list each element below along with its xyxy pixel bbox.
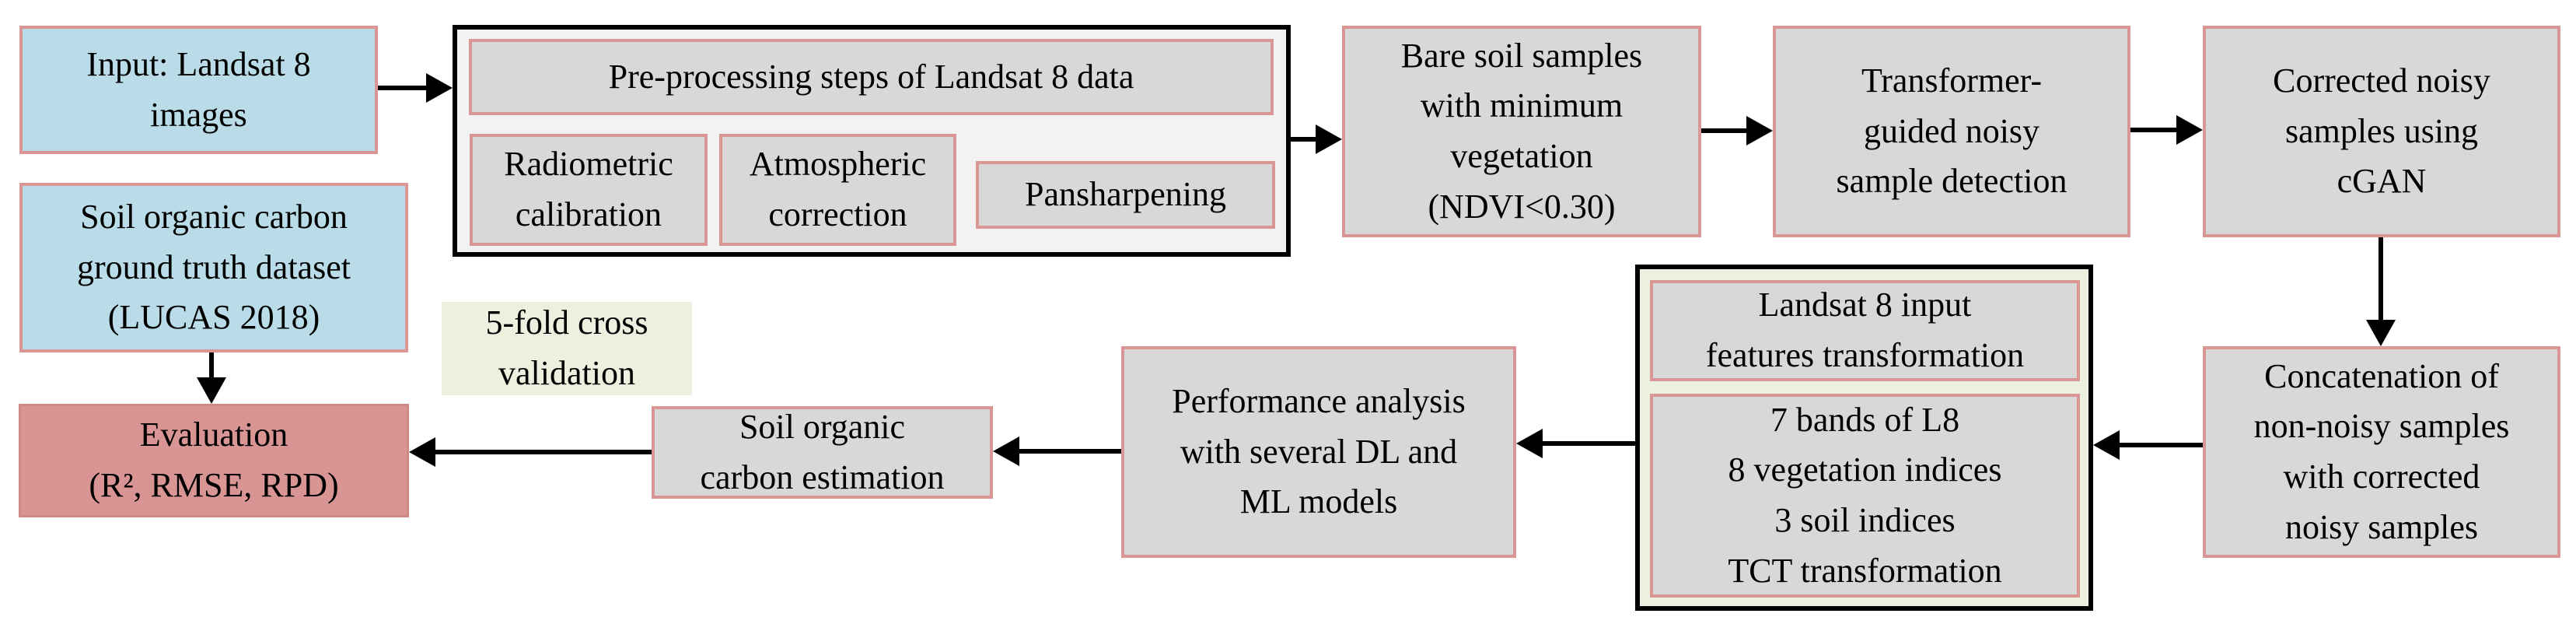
arrow-head-right-icon	[1746, 116, 1773, 145]
node-evaluation-label: Evaluation (R², RMSE, RPD)	[89, 415, 339, 504]
arrow-head-left-icon	[409, 437, 435, 467]
node-concatenation: Concatenation of non-noisy samples with …	[2203, 346, 2560, 558]
arrow-line	[434, 450, 652, 454]
arrow-head-left-icon	[2093, 430, 2120, 460]
node-cross-validation: 5-fold cross validation	[442, 302, 692, 395]
arrow-line	[2118, 443, 2203, 447]
node-performance-analysis: Performance analysis with several DL and…	[1121, 346, 1516, 558]
node-soc-estimation: Soil organic carbon estimation	[652, 406, 993, 499]
arrow-line	[209, 352, 214, 379]
group-features-transformation: Landsat 8 input features transformation …	[1635, 265, 2093, 611]
group-preprocessing: Pre-processing steps of Landsat 8 data R…	[453, 25, 1291, 257]
node-features-title: Landsat 8 input features transformation	[1650, 280, 2080, 381]
arrow-head-down-icon	[197, 377, 226, 404]
arrow-head-left-icon	[993, 436, 1019, 466]
arrow-line	[378, 86, 429, 90]
node-corrected-cgan-label: Corrected noisy samples using cGAN	[2273, 61, 2490, 201]
node-atmospheric-correction: Atmospheric correction	[719, 134, 956, 246]
node-features-list-label: 7 bands of L8 8 vegetation indices 3 soi…	[1728, 400, 2002, 590]
node-radiometric-calibration-label: Radiometric calibration	[504, 145, 673, 233]
node-features-list: 7 bands of L8 8 vegetation indices 3 soi…	[1650, 394, 2080, 598]
node-input-landsat8-label: Input: Landsat 8 images	[86, 44, 311, 134]
node-corrected-cgan: Corrected noisy samples using cGAN	[2203, 26, 2560, 237]
node-performance-analysis-label: Performance analysis with several DL and…	[1172, 381, 1466, 521]
node-evaluation: Evaluation (R², RMSE, RPD)	[19, 404, 409, 517]
arrow-head-left-icon	[1516, 429, 1543, 458]
node-cross-validation-label: 5-fold cross validation	[485, 303, 648, 392]
node-soc-estimation-label: Soil organic carbon estimation	[700, 407, 945, 496]
arrow-head-right-icon	[426, 73, 453, 103]
node-bare-soil-samples: Bare soil samples with minimum vegetatio…	[1342, 26, 1701, 237]
node-transformer-detection: Transformer- guided noisy sample detecti…	[1773, 26, 2130, 237]
node-ground-truth-dataset-label: Soil organic carbon ground truth dataset…	[77, 197, 351, 337]
node-transformer-detection-label: Transformer- guided noisy sample detecti…	[1836, 61, 2067, 201]
node-concatenation-label: Concatenation of non-noisy samples with …	[2253, 356, 2510, 546]
node-preprocessing-title: Pre-processing steps of Landsat 8 data	[469, 39, 1274, 115]
arrow-line	[2379, 237, 2383, 321]
node-input-landsat8: Input: Landsat 8 images	[19, 26, 378, 154]
arrow-head-right-icon	[1316, 124, 1342, 154]
arrow-line	[2130, 128, 2178, 132]
node-pansharpening-label: Pansharpening	[1024, 175, 1227, 214]
arrow-head-right-icon	[2176, 115, 2203, 145]
node-preprocessing-title-label: Pre-processing steps of Landsat 8 data	[608, 57, 1134, 96]
node-atmospheric-correction-label: Atmospheric correction	[749, 145, 927, 233]
node-radiometric-calibration: Radiometric calibration	[470, 134, 708, 246]
node-features-title-label: Landsat 8 input features transformation	[1705, 286, 2025, 374]
arrow-line	[1291, 137, 1319, 142]
arrow-line	[1541, 441, 1635, 446]
node-pansharpening: Pansharpening	[976, 161, 1275, 229]
arrow-line	[1018, 449, 1121, 454]
node-ground-truth-dataset: Soil organic carbon ground truth dataset…	[19, 183, 408, 352]
node-bare-soil-samples-label: Bare soil samples with minimum vegetatio…	[1400, 36, 1643, 226]
arrow-head-down-icon	[2366, 320, 2396, 346]
arrow-line	[1701, 128, 1749, 133]
